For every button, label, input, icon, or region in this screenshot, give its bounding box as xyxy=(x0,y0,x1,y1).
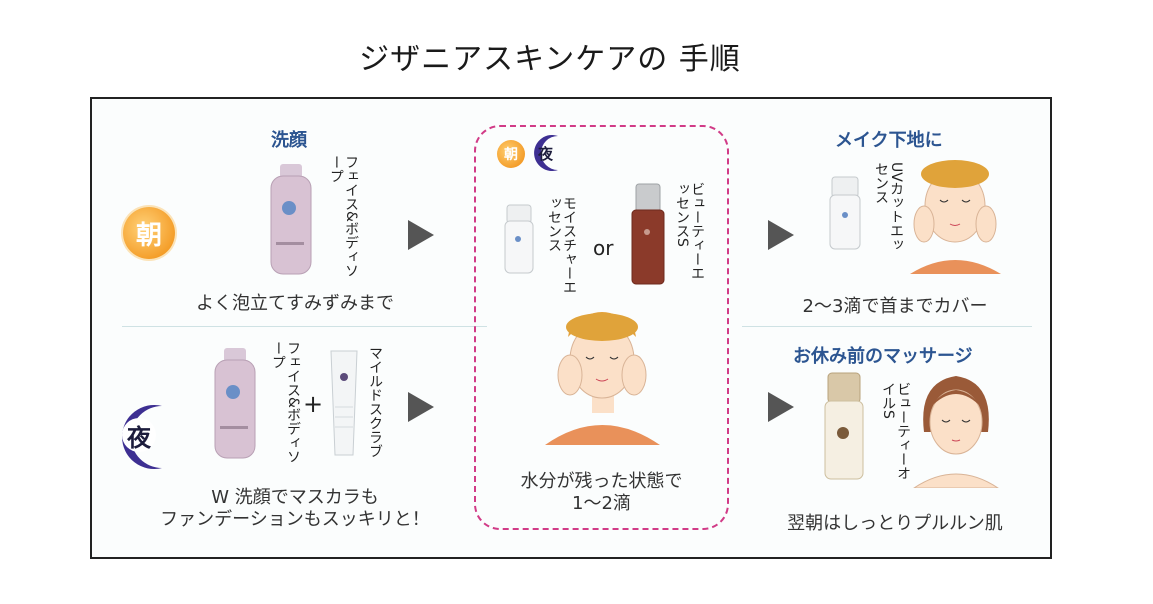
night-soap-product-label: フェイス&ボディソープ xyxy=(270,341,301,464)
morning-badge-label: 朝 xyxy=(135,220,162,251)
night-caption-line1: W 洗顔でマスカラも xyxy=(211,487,379,508)
beauty-oil-bottle-icon xyxy=(822,371,866,481)
massage-caption: 翌朝はしっとりプルルン肌 xyxy=(787,513,1003,534)
beauty-essence-bottle-icon xyxy=(630,182,666,286)
arrow-right-icon xyxy=(768,220,794,250)
uv-cut-essence-label: UVカットエッセンス xyxy=(873,162,904,252)
plus-sign: + xyxy=(303,390,324,418)
row-divider-left xyxy=(122,326,487,327)
night-badge: 夜 xyxy=(122,418,156,452)
woman-applying-lotion-icon xyxy=(540,305,665,445)
wash-caption: よく泡立てすみずみまで xyxy=(196,293,394,314)
makeup-base-caption: 2～3滴で首までカバー xyxy=(802,296,988,317)
center-night-badge-label: 夜 xyxy=(538,145,554,163)
arrow-right-icon xyxy=(768,392,794,422)
center-caption-line1: 水分が残った状態で xyxy=(520,471,683,492)
scrub-product-label: マイルドスクラブ xyxy=(367,346,383,458)
center-night-moon-icon xyxy=(530,134,578,172)
makeup-base-heading: メイク下地に xyxy=(835,130,943,151)
beauty-oil-label: ビューティーオイルS xyxy=(880,382,911,480)
face-body-soap-bottle-icon xyxy=(268,162,314,276)
woman-relaxing-icon xyxy=(912,372,1000,489)
night-caption-line2: ファンデーションもスッキリと！ xyxy=(160,509,430,530)
center-morning-badge: 朝 xyxy=(497,140,525,168)
row-divider-right xyxy=(742,326,1032,327)
face-body-soap-bottle-night-icon xyxy=(212,346,258,460)
morning-badge: 朝 xyxy=(123,207,175,259)
or-text: or xyxy=(593,236,614,260)
woman-applying-base-icon xyxy=(908,150,1003,274)
beauty-essence-label: ビューティーエッセンスS xyxy=(674,182,705,280)
page-title: ジザニアスキンケアの 手順 xyxy=(359,42,741,77)
center-morning-badge-label: 朝 xyxy=(504,147,518,163)
mild-scrub-tube-icon xyxy=(329,347,359,459)
moisture-essence-label: モイスチャーエッセンス xyxy=(546,196,577,294)
wash-heading: 洗顔 xyxy=(271,130,307,151)
uv-cut-essence-bottle-icon xyxy=(827,175,863,251)
center-caption-line2: 1～2滴 xyxy=(572,493,631,514)
soap-product-label: フェイス&ボディソープ xyxy=(328,155,359,278)
night-badge-label: 夜 xyxy=(127,423,151,452)
massage-heading: お休み前のマッサージ xyxy=(793,346,973,367)
arrow-right-icon xyxy=(408,220,434,250)
center-step-box xyxy=(474,125,729,530)
arrow-right-icon xyxy=(408,392,434,422)
moisture-essence-bottle-icon xyxy=(503,203,535,275)
